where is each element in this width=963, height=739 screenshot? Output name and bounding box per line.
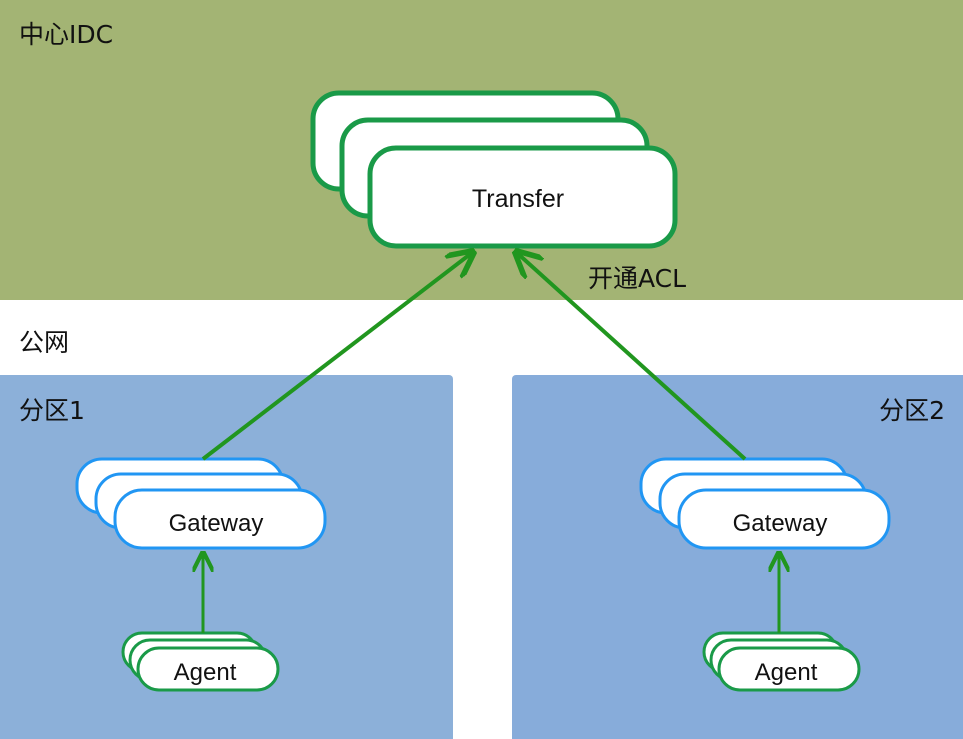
gateway-1-node-stack: Gateway bbox=[75, 457, 327, 550]
public-network-label: 公网 bbox=[19, 328, 70, 357]
gateway-2-node-stack: Gateway bbox=[639, 457, 891, 550]
gateway-2-node-front bbox=[677, 488, 891, 550]
gateway-1-node-front bbox=[113, 488, 327, 550]
acl-label: 开通ACL bbox=[588, 264, 687, 293]
transfer-label: Transfer bbox=[472, 185, 564, 213]
agent-2-node-stack: Agent bbox=[702, 631, 861, 692]
partition-2-label: 分区2 bbox=[879, 396, 945, 425]
gateway-2-label: Gateway bbox=[733, 510, 828, 537]
arrow-gateway1-to-transfer bbox=[201, 252, 473, 461]
center-idc-label: 中心IDC bbox=[19, 20, 114, 49]
agent-1-node-front bbox=[136, 646, 280, 692]
transfer-node-stack: Transfer bbox=[310, 90, 678, 249]
agent-2-node-front bbox=[717, 646, 861, 692]
agent-1-node-stack: Agent bbox=[121, 631, 280, 692]
partition-1-label: 分区1 bbox=[19, 396, 85, 425]
agent-2-label: Agent bbox=[755, 659, 818, 686]
arrow-gateway2-to-transfer bbox=[516, 252, 747, 461]
gateway-1-label: Gateway bbox=[169, 510, 264, 537]
agent-1-label: Agent bbox=[174, 659, 237, 686]
